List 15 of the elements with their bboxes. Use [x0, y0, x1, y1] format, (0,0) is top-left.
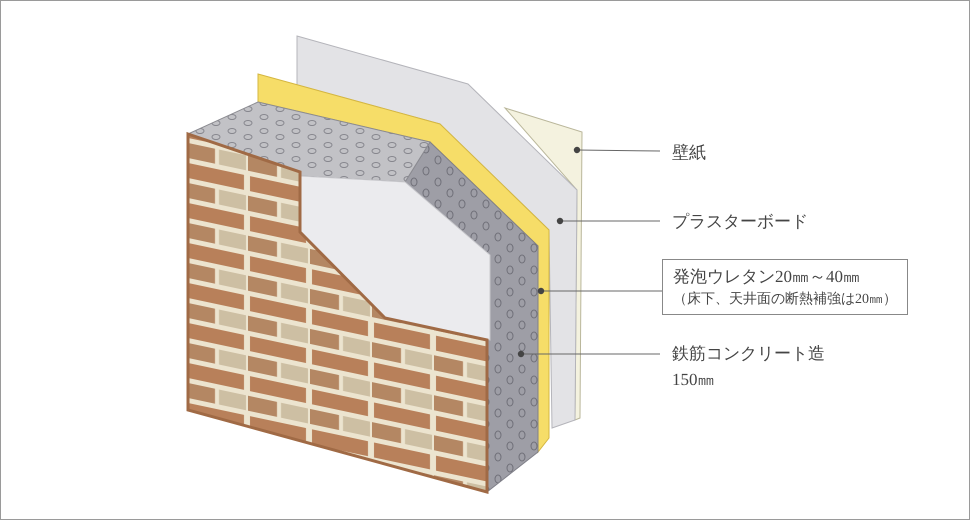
part-label: 鉄筋コンクリート造	[672, 343, 825, 365]
part-label: 壁紙	[672, 140, 706, 166]
plasterboard-layer	[296, 35, 578, 429]
leader-line	[518, 350, 660, 358]
part-label: プラスターボード	[672, 209, 808, 235]
callout-box	[662, 259, 908, 315]
note-text: （床下、天井面の断熱補強は20㎜）	[673, 290, 897, 309]
leader-line	[574, 146, 660, 154]
leader-line	[556, 218, 660, 224]
concrete-layer	[404, 141, 538, 494]
insulation-layer	[258, 73, 550, 454]
part-label: 発泡ウレタン20㎜～40㎜	[673, 266, 861, 288]
wallpaper-layer	[503, 107, 582, 421]
part-label: 150㎜	[672, 369, 716, 391]
leader-line	[538, 288, 662, 294]
